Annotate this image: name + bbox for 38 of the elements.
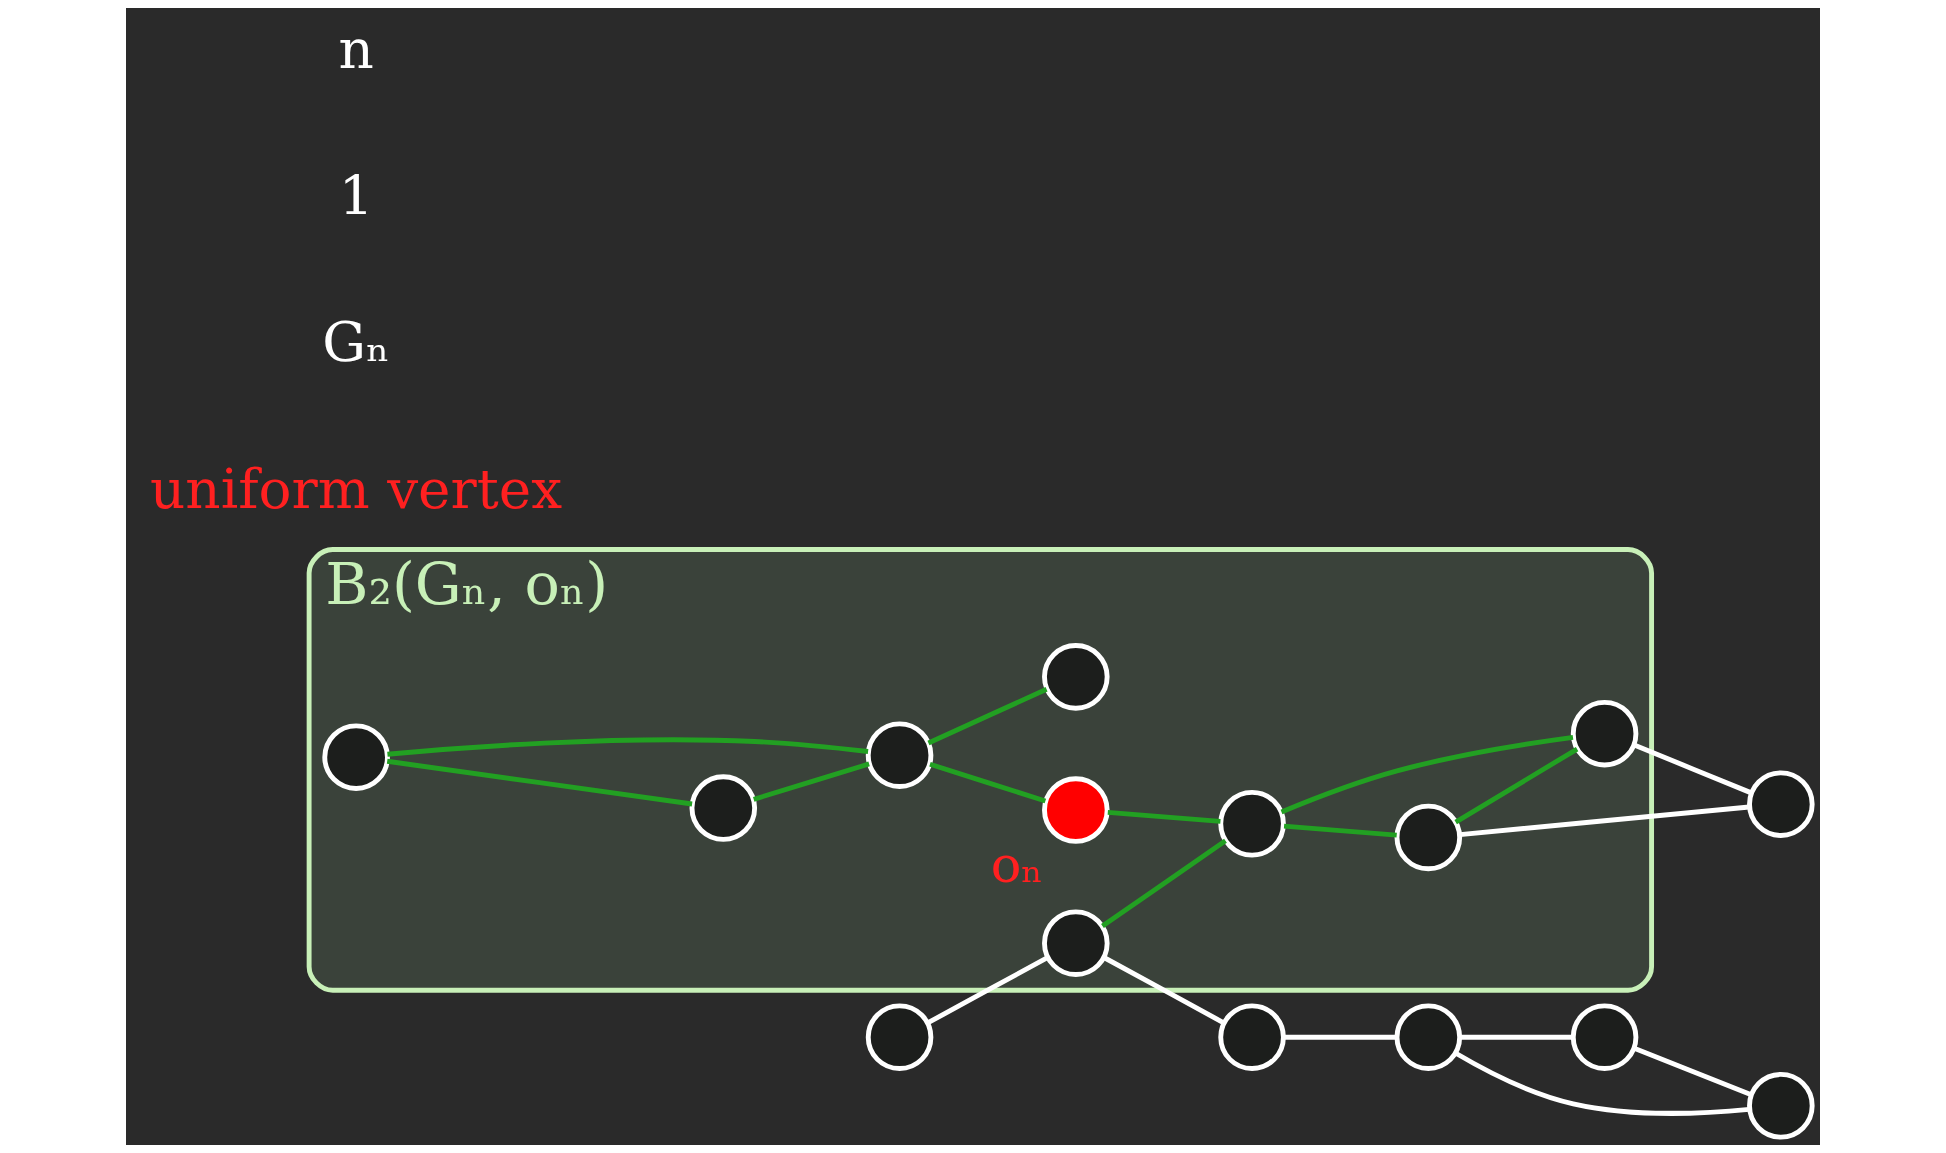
node-circle xyxy=(1570,1003,1639,1071)
connector xyxy=(753,761,870,802)
node-circle xyxy=(1747,1071,1815,1140)
label: Gₙ xyxy=(322,310,390,375)
connector xyxy=(1284,1034,1397,1040)
label: 1 xyxy=(338,163,374,228)
connector xyxy=(387,737,869,757)
connector xyxy=(1454,746,1579,825)
connector xyxy=(1460,1034,1573,1040)
node-circle xyxy=(689,774,758,842)
node-circle xyxy=(1218,1003,1286,1071)
node-circle xyxy=(1394,1003,1463,1071)
node-circle xyxy=(1218,789,1286,858)
node-circle xyxy=(1394,803,1463,872)
node-circle xyxy=(322,723,390,791)
connector xyxy=(927,687,1048,746)
connector xyxy=(1283,823,1397,838)
label: uniform vertex xyxy=(150,457,563,522)
connector xyxy=(1101,838,1227,929)
node-circle xyxy=(865,1003,934,1071)
node-circle xyxy=(1042,776,1110,844)
connector xyxy=(1459,804,1750,838)
node-circle xyxy=(865,721,934,789)
connector xyxy=(926,955,1049,1026)
connector xyxy=(1454,1050,1750,1116)
node-circle xyxy=(1570,699,1639,768)
connector xyxy=(386,758,693,807)
node-circle xyxy=(1042,909,1110,977)
connector xyxy=(1633,1045,1753,1098)
connector xyxy=(1633,742,1753,796)
connector xyxy=(1107,810,1221,824)
connector xyxy=(929,761,1047,804)
node-circle xyxy=(1042,643,1110,711)
label: n xyxy=(338,16,374,81)
connector xyxy=(1280,734,1574,815)
connector xyxy=(1102,955,1225,1025)
node-label: oₙ xyxy=(990,835,1044,895)
node-circle xyxy=(1747,770,1815,838)
